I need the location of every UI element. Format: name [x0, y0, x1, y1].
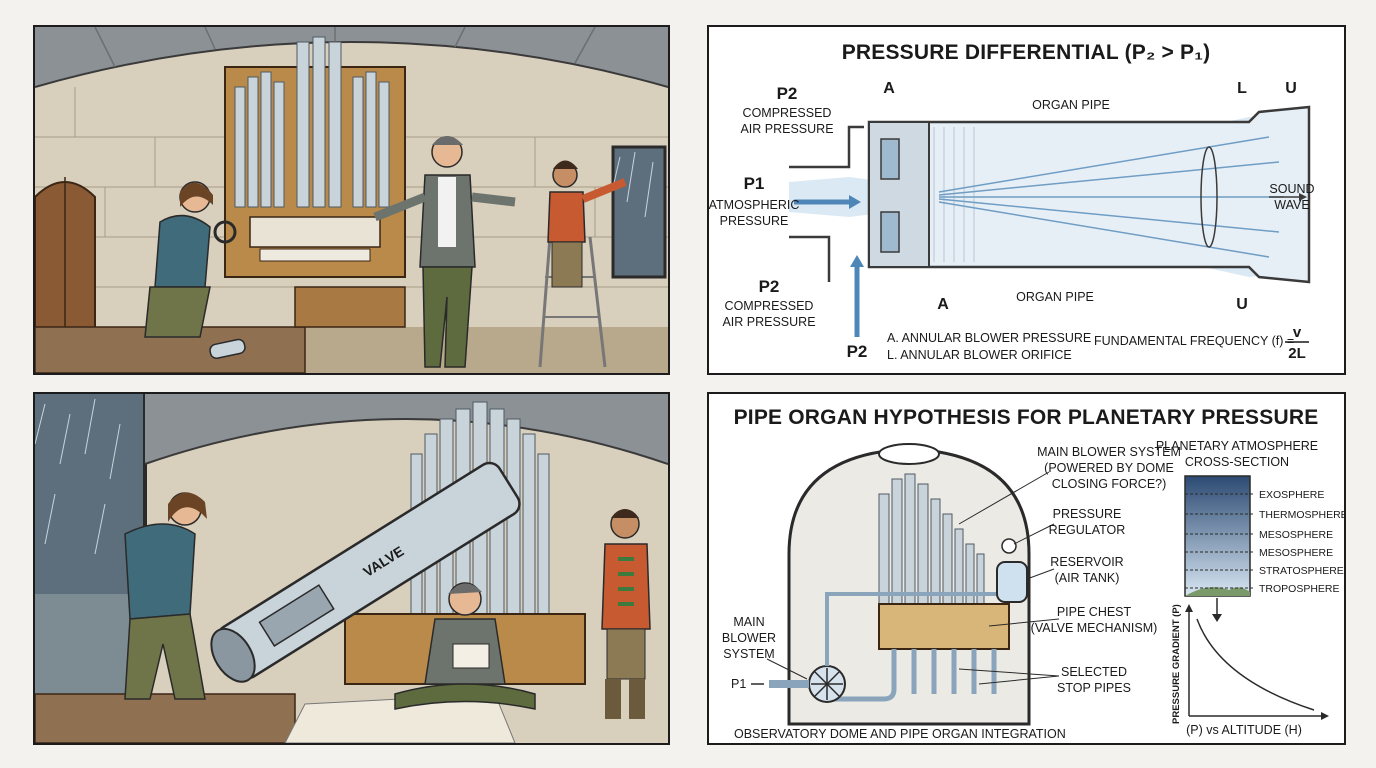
diagram-title-bottom: PIPE ORGAN HYPOTHESIS FOR PLANETARY PRES…: [734, 406, 1319, 429]
label-sound-wave-2: WAVE: [1274, 198, 1309, 212]
label-stops-1: SELECTED: [1061, 665, 1127, 679]
diagram-title: PRESSURE DIFFERENTIAL (P₂ > P₁): [842, 41, 1211, 64]
atmosphere-layer-label: EXOSPHERE: [1259, 489, 1324, 501]
diagram-pipe-organ-hypothesis: PIPE ORGAN HYPOTHESIS FOR PLANETARY PRES…: [707, 392, 1346, 745]
label-organ-pipe-bottom: ORGAN PIPE: [1016, 290, 1094, 304]
girl-leaning: [124, 492, 207, 700]
label-p2-bottom: P2: [759, 277, 780, 296]
comic-panel-organ-chamber: [33, 25, 670, 375]
label-organ-pipe-top: ORGAN PIPE: [1032, 98, 1110, 112]
pipe-organ-hypothesis-svg: PIPE ORGAN HYPOTHESIS FOR PLANETARY PRES…: [722, 406, 1344, 741]
pressure-curve: [1196, 618, 1315, 711]
atmosphere-layer-label: TROPOSPHERE: [1259, 583, 1340, 595]
organ-pipes-array: [878, 473, 985, 605]
boy-standing: [601, 509, 651, 719]
label-main-blower-3: CLOSING FORCE?): [1052, 477, 1167, 491]
label-sound-wave-1: SOUND: [1269, 182, 1314, 196]
legend-annular-blower-orifice: L. ANNULAR BLOWER ORIFICE: [887, 348, 1072, 362]
atmosphere-column: [1184, 475, 1251, 597]
valve-scene-illustration: VALVE: [35, 394, 668, 743]
label-p1: P1: [744, 174, 765, 193]
label-main-blower-2: (POWERED BY DOME: [1044, 461, 1174, 475]
label-p2-arrow: P2: [847, 342, 868, 361]
atmosphere-layer-label: THERMOSPHERE: [1259, 509, 1344, 521]
label-regulator-1: PRESSURE: [1053, 507, 1122, 521]
label-u-bottom: U: [1236, 296, 1248, 313]
label-p1-sub2: PRESSURE: [720, 214, 789, 228]
label-stops-2: STOP PIPES: [1057, 681, 1131, 695]
label-p2-top-sub1: COMPRESSED: [743, 106, 832, 120]
label-a-bottom: A: [937, 296, 949, 313]
label-p1-sub1: ATMOSPHERIC: [709, 198, 799, 212]
atmosphere-layer-label: MESOSPHERE: [1259, 547, 1333, 559]
label-pipe-chest-1: PIPE CHEST: [1057, 605, 1132, 619]
atmosphere-layer-label: STRATOSPHERE: [1259, 565, 1344, 577]
graph-x-label: (P) vs ALTITUDE (H): [1186, 723, 1302, 737]
label-p2-bottom-sub2: AIR PRESSURE: [722, 315, 815, 329]
atmosphere-layer-label: MESOSPHERE: [1259, 529, 1333, 541]
organ-chamber-illustration: [35, 27, 668, 373]
formula-label: FUNDAMENTAL FREQUENCY (f) =: [1094, 334, 1294, 348]
diagram-pressure-differential: PRESSURE DIFFERENTIAL (P₂ > P₁): [707, 25, 1346, 375]
label-p2-bottom-sub1: COMPRESSED: [725, 299, 814, 313]
atmosphere-title-1: PLANETARY ATMOSPHERE: [1156, 439, 1318, 453]
label-reservoir-1: RESERVOIR: [1050, 555, 1123, 569]
label-main-blower-1: MAIN BLOWER SYSTEM: [1037, 445, 1181, 459]
man-sitting: [394, 582, 536, 710]
man-character: [373, 136, 516, 368]
label-l: L: [1237, 80, 1247, 97]
reservoir-tank: [996, 561, 1028, 603]
comic-panel-valve: VALVE: [33, 392, 670, 745]
label-pipe-chest-2: (VALVE MECHANISM): [1031, 621, 1158, 635]
pressure-gauge-icon: [1001, 538, 1017, 554]
label-left-blower-3: SYSTEM: [723, 647, 774, 661]
caption-dome-integration: OBSERVATORY DOME AND PIPE ORGAN INTEGRAT…: [734, 727, 1066, 741]
label-left-blower-2: BLOWER: [722, 631, 776, 645]
graph-y-label: PRESSURE GRADIENT (P): [1171, 604, 1182, 724]
pressure-differential-svg: PRESSURE DIFFERENTIAL (P₂ > P₁): [709, 41, 1315, 362]
formula-denominator: 2L: [1288, 345, 1306, 362]
atmosphere-layer-labels: EXOSPHERE THERMOSPHERE MESOSPHERE MESOSPHER…: [1259, 489, 1344, 595]
atmosphere-title-2: CROSS-SECTION: [1185, 455, 1289, 469]
label-regulator-2: REGULATOR: [1049, 523, 1126, 537]
boy-on-ladder: [538, 160, 627, 368]
label-left-blower-1: MAIN: [733, 615, 764, 629]
label-p2-top-sub2: AIR PRESSURE: [740, 122, 833, 136]
label-p1-bottom: P1: [731, 677, 746, 691]
label-p2-top: P2: [777, 84, 798, 103]
girl-character: [144, 181, 237, 338]
pipe-chest: [878, 603, 1010, 650]
legend-annular-blower-pressure: A. ANNULAR BLOWER PRESSURE: [887, 331, 1091, 345]
label-u-top: U: [1285, 80, 1297, 97]
label-a-top: A: [883, 80, 895, 97]
label-reservoir-2: (AIR TANK): [1055, 571, 1120, 585]
formula-numerator: v: [1293, 324, 1302, 341]
valve-tube: VALVE: [210, 461, 521, 683]
